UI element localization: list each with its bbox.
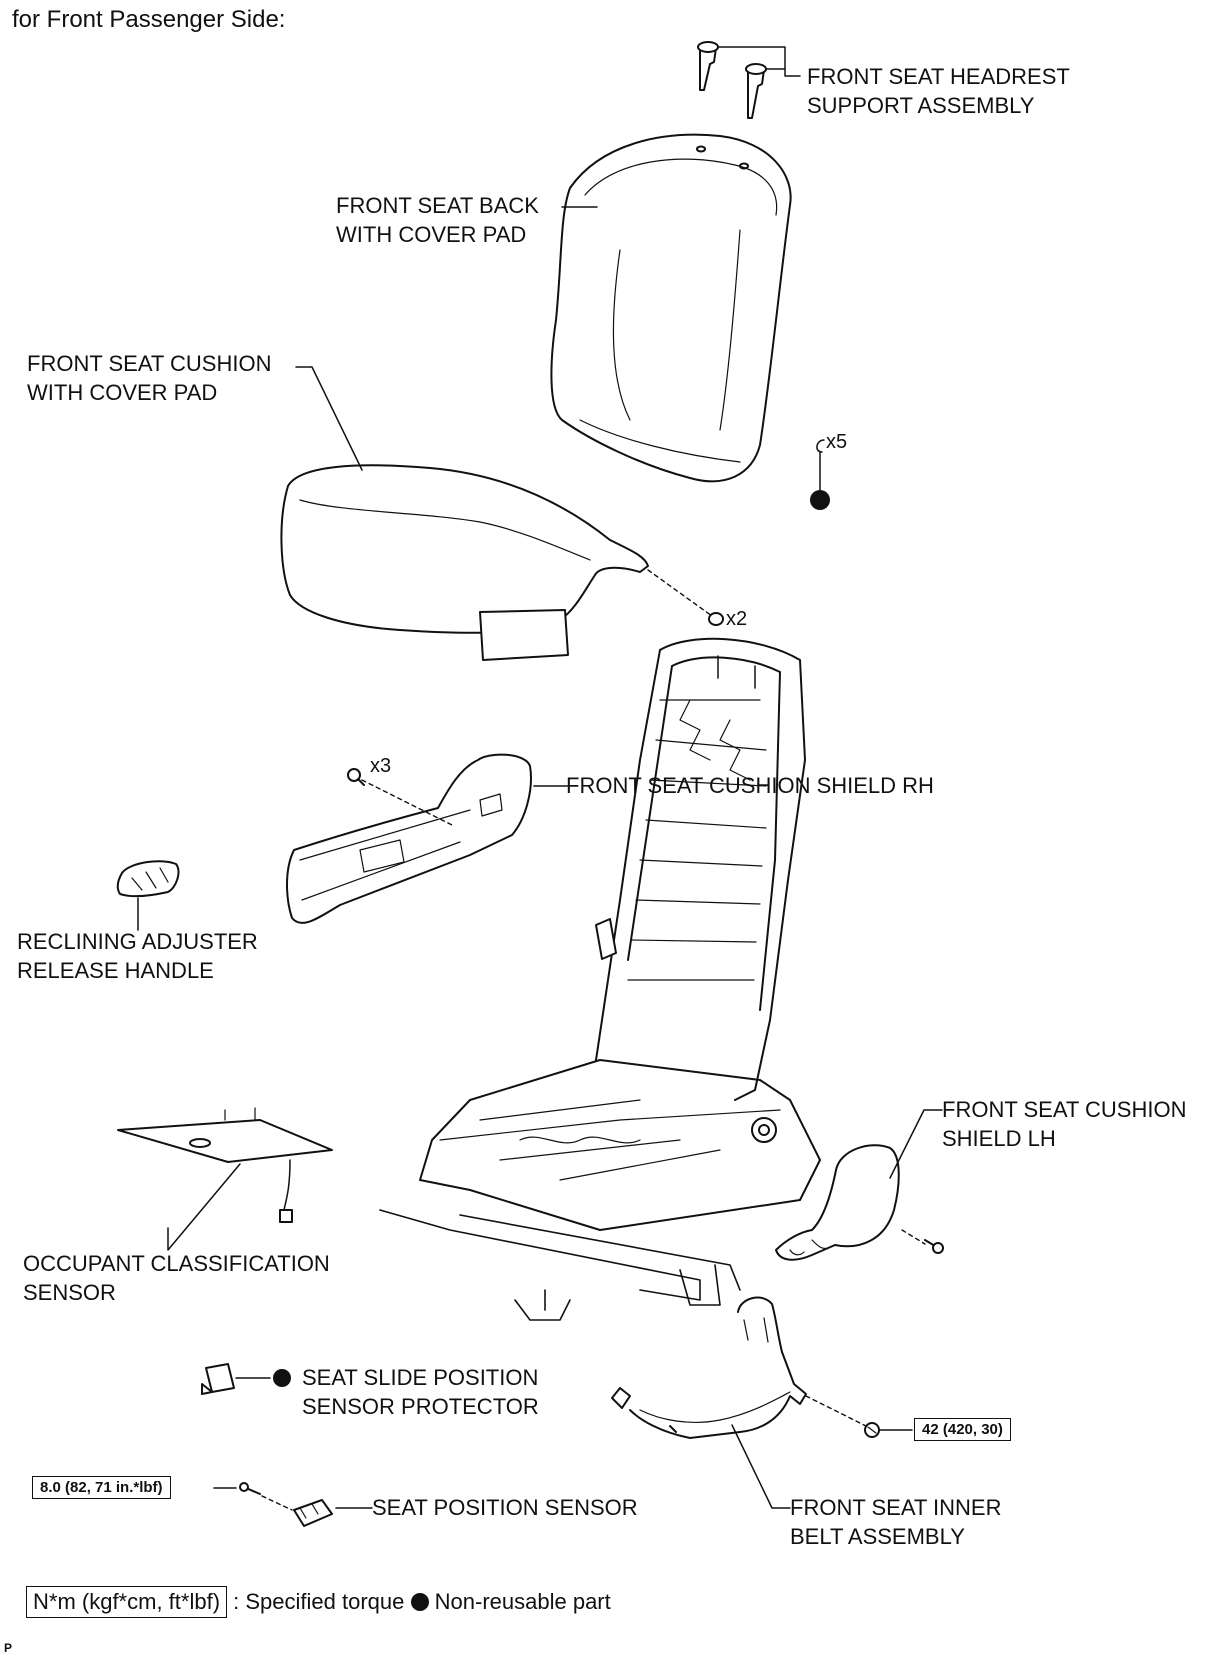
shield-lh-part [775,1144,900,1261]
seat-back-part [550,133,792,483]
label-headrest-line2: SUPPORT ASSEMBLY [807,93,1035,118]
seat-back-clip-part [816,439,825,453]
label-occupant-line1: OCCUPANT CLASSIFICATION [23,1251,330,1276]
legend: N*m (kgf*cm, ft*lbf) : Specified torque … [26,1586,611,1618]
label-occupant-line2: SENSOR [23,1280,116,1305]
label-seat-cushion-line2: WITH COVER PAD [27,380,218,405]
label-position-sensor: SEAT POSITION SENSOR [372,1495,638,1520]
reclining-handle-part [116,860,180,898]
label-seat-back-line1: FRONT SEAT BACK [336,193,539,218]
inner-belt-leader [731,1424,791,1509]
occupant-sensor-leader [167,1163,241,1251]
label-shield-lh-line1: FRONT SEAT CUSHION [942,1097,1187,1122]
occupant-sensor-part [117,1107,333,1223]
inner-belt-bolt-part [864,1422,880,1438]
shield-lh-leader [889,1109,943,1179]
shield-lh-screw-dashline [901,1229,926,1245]
label-headrest-line1: FRONT SEAT HEADREST [807,64,1070,89]
position-sensor-bolt-part [239,1482,261,1495]
headrest-leader [717,46,801,77]
legend-torque-unit: N*m (kgf*cm, ft*lbf) [26,1586,228,1618]
non-reusable-mark [810,490,830,510]
label-seat-back-line2: WITH COVER PAD [336,222,527,247]
slide-protector-part [201,1363,235,1395]
label-slide-protector-line2: SENSOR PROTECTOR [302,1394,539,1419]
shield-rh-screw-part [347,768,365,786]
headrest-support-part [697,41,767,119]
qty-clips-cushion: x2 [726,608,748,630]
shield-rh-part [286,753,532,924]
label-shield-lh-line2: SHIELD LH [942,1126,1056,1151]
seat-frame-part [379,637,821,1321]
shield-rh-screw-dashline [361,779,453,826]
label-reclining-line2: RELEASE HANDLE [17,958,214,983]
torque-inner-belt: 42 (420, 30) [914,1418,1011,1441]
label-shield-rh: FRONT SEAT CUSHION SHIELD RH [566,773,934,798]
label-seat-cushion-line1: FRONT SEAT CUSHION [27,351,272,376]
seat-cushion-leader [295,366,363,471]
slide-protector-non-reusable-mark [273,1369,291,1387]
inner-belt-part [611,1296,807,1439]
label-reclining-line1: RECLINING ADJUSTER [17,929,258,954]
position-sensor-dashline [261,1495,293,1511]
shield-lh-screw-part [924,1239,944,1254]
torque-position-sensor: 8.0 (82, 71 in.*lbf) [32,1476,171,1499]
label-inner-belt-line2: BELT ASSEMBLY [790,1524,965,1549]
legend-torque-text: : Specified torque [233,1589,405,1614]
label-slide-protector-line1: SEAT SLIDE POSITION [302,1365,539,1390]
corner-mark: P [4,1641,13,1655]
label-inner-belt-line1: FRONT SEAT INNER [790,1495,1002,1520]
qty-clips-back: x5 [826,431,848,453]
position-sensor-part [293,1499,333,1527]
cushion-clip-part [708,612,724,626]
legend-non-reusable-mark [410,1593,429,1611]
inner-belt-bolt-dashline [805,1395,867,1427]
legend-non-reusable-text: Non-reusable part [434,1589,611,1614]
qty-screws-shield: x3 [370,755,392,777]
cushion-clip-dashline [647,569,713,617]
seat-cushion-part [280,464,649,661]
page-title: for Front Passenger Side: [12,6,286,33]
